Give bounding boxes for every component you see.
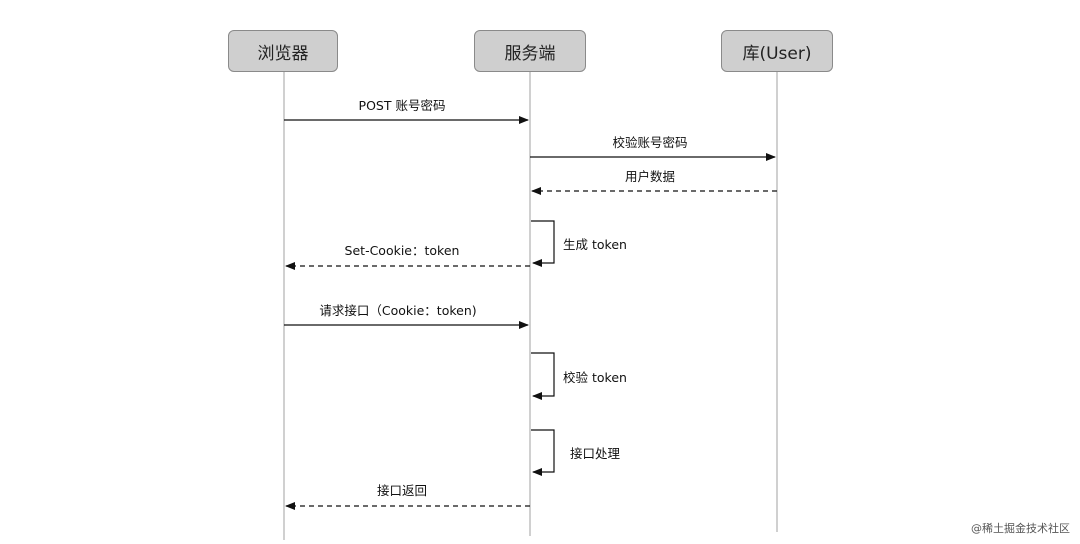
actor-server: 服务端 [474,30,586,72]
self-label-verify-token: 校验 token [563,370,627,385]
actor-browser: 浏览器 [228,30,338,72]
self-loop-4 [531,220,555,267]
self-label-api-processing: 接口处理 [570,446,621,461]
actor-db: 库(User) [721,30,833,72]
self-loop-7 [531,352,555,400]
message-label-request-api: 请求接口（Cookie：token) [319,303,477,318]
message-label-set-cookie: Set-Cookie：token [344,243,460,258]
self-label-generate-token: 生成 token [563,237,627,252]
message-label-user-data: 用户数据 [624,169,676,184]
message-label-verify-credentials: 校验账号密码 [612,135,688,150]
self-loop-8 [531,429,555,476]
watermark: @稀土掘金技术社区 [971,522,1070,535]
message-label-post-credentials: POST 账号密码 [358,98,446,113]
message-label-api-response: 接口返回 [376,483,428,498]
